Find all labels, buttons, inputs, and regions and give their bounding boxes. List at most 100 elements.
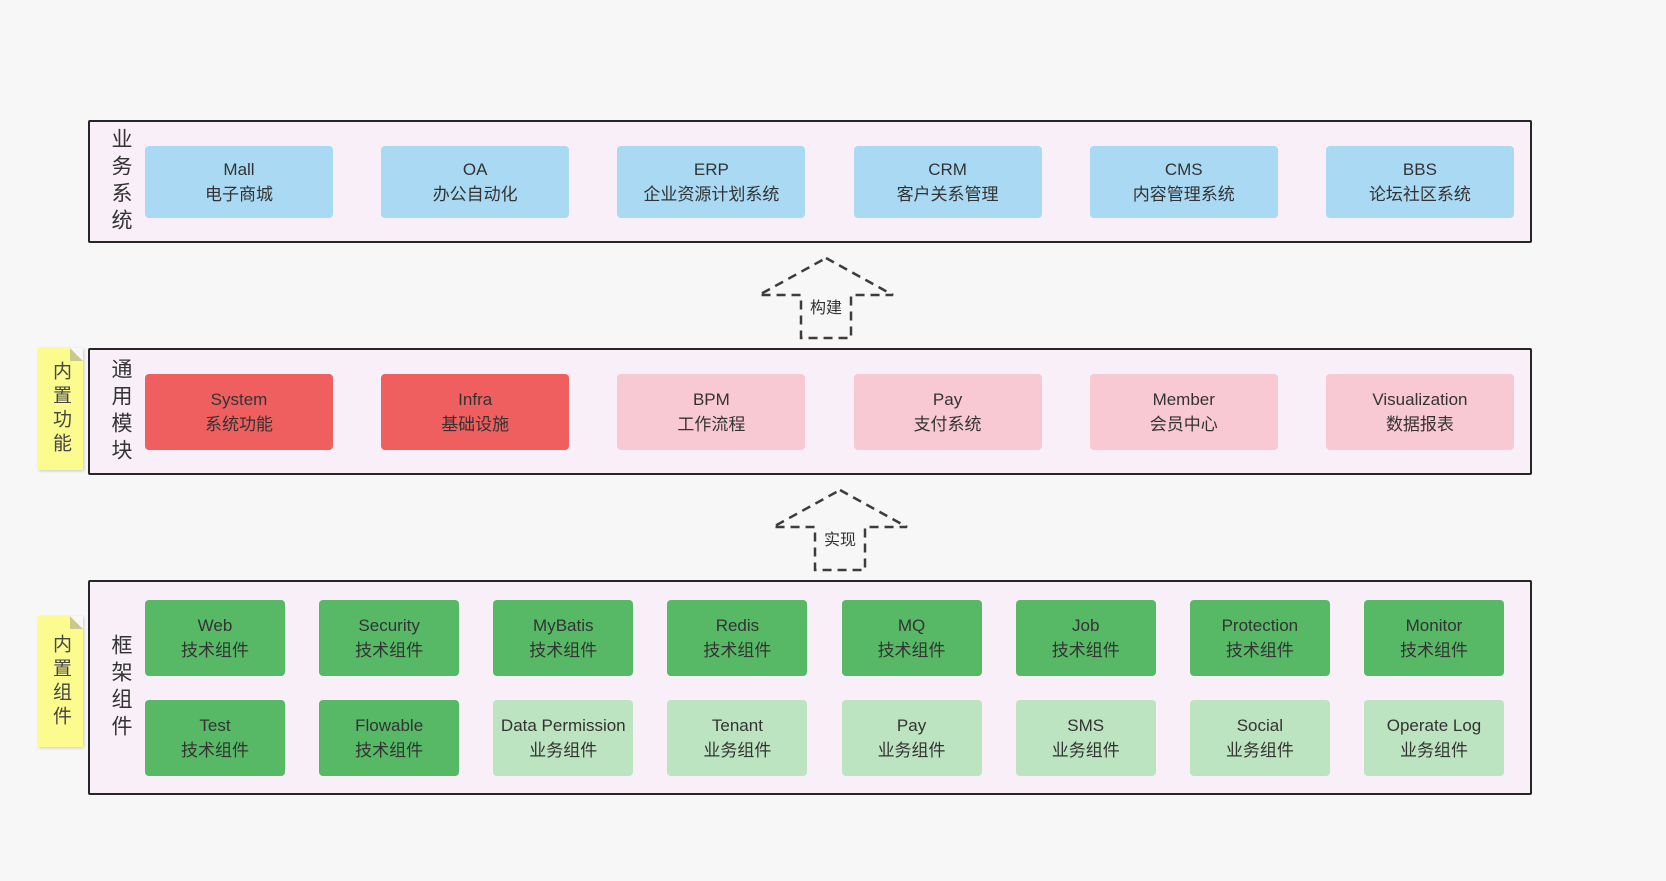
arrow-up-icon bbox=[758, 256, 894, 340]
box-title: Test bbox=[199, 715, 231, 735]
box-security: Security 技术组件 bbox=[319, 599, 460, 676]
build-arrow-label: 构建 bbox=[805, 293, 847, 319]
box-crm: CRM 客户关系管理 bbox=[853, 145, 1042, 218]
box-protection: Protection 技术组件 bbox=[1189, 599, 1330, 676]
box-operate-log: Operate Log 业务组件 bbox=[1363, 699, 1504, 776]
box-subtitle: 技术组件 bbox=[529, 640, 598, 660]
box-subtitle: 业务组件 bbox=[703, 740, 772, 760]
build-arrow: 构建 bbox=[756, 255, 896, 341]
box-bbs: BBS 论坛社区系统 bbox=[1325, 145, 1514, 218]
box-title: Visualization bbox=[1372, 389, 1468, 409]
box-mybatis: MyBatis 技术组件 bbox=[493, 599, 634, 676]
box-title: Monitor bbox=[1405, 615, 1463, 635]
box-subtitle: 办公自动化 bbox=[432, 184, 518, 204]
box-title: Pay bbox=[932, 389, 963, 409]
box-title: BPM bbox=[692, 389, 730, 409]
box-subtitle: 技术组件 bbox=[181, 740, 249, 760]
box-redis: Redis 技术组件 bbox=[667, 599, 808, 676]
panel-label-components: 框架组件 bbox=[109, 633, 132, 742]
box-tenant: Tenant 业务组件 bbox=[667, 699, 808, 776]
box-oa: OA 办公自动化 bbox=[381, 145, 570, 218]
box-subtitle: 业务组件 bbox=[1225, 740, 1294, 760]
box-subtitle: 业务组件 bbox=[1399, 740, 1468, 760]
business-boxes-row: Mall 电子商城 OA 办公自动化 ERP 企业资源计划系统 CRM 客户关系… bbox=[145, 145, 1530, 218]
box-subtitle: 系统功能 bbox=[205, 414, 273, 434]
box-title: Operate Log bbox=[1386, 715, 1482, 735]
box-test: Test 技术组件 bbox=[145, 699, 285, 776]
common-modules-panel: 通用模块 System 系统功能 Infra 基础设施 BPM 工作流程 Pay… bbox=[88, 348, 1532, 475]
box-title: Web bbox=[197, 615, 233, 635]
box-subtitle: 数据报表 bbox=[1385, 414, 1454, 434]
box-bpm: BPM 工作流程 bbox=[617, 373, 806, 450]
box-title: Tenant bbox=[711, 715, 763, 735]
box-visualization: Visualization 数据报表 bbox=[1325, 373, 1514, 450]
box-title: Security bbox=[358, 615, 420, 635]
sticky-note-built-in-features: 内置功能 bbox=[38, 348, 83, 470]
implement-arrow-label: 实现 bbox=[819, 525, 861, 551]
box-title: Redis bbox=[715, 615, 760, 635]
panel-label-modules: 通用模块 bbox=[109, 357, 132, 466]
components-row-2: Test 技术组件 Flowable 技术组件 Data Permission … bbox=[145, 699, 1504, 776]
sticky-note-built-in-components: 内置组件 bbox=[38, 616, 83, 747]
box-subtitle: 技术组件 bbox=[355, 740, 424, 760]
box-title: SMS bbox=[1067, 715, 1105, 735]
implement-arrow: 实现 bbox=[770, 487, 910, 573]
box-subtitle: 客户关系管理 bbox=[896, 184, 999, 204]
box-subtitle: 技术组件 bbox=[355, 640, 424, 660]
box-subtitle: 业务组件 bbox=[529, 740, 598, 760]
box-cms: CMS 内容管理系统 bbox=[1089, 145, 1278, 218]
box-sms: SMS 业务组件 bbox=[1015, 699, 1156, 776]
box-subtitle: 支付系统 bbox=[913, 414, 982, 434]
box-data-permission: Data Permission 业务组件 bbox=[493, 699, 634, 776]
box-social: Social 业务组件 bbox=[1189, 699, 1330, 776]
box-flowable: Flowable 技术组件 bbox=[319, 699, 460, 776]
box-subtitle: 电子商城 bbox=[205, 184, 273, 204]
box-title: Job bbox=[1071, 615, 1100, 635]
box-subtitle: 业务组件 bbox=[1051, 740, 1120, 760]
arrow-up-icon bbox=[772, 488, 908, 572]
modules-boxes-row: System 系统功能 Infra 基础设施 BPM 工作流程 Pay 支付系统… bbox=[145, 373, 1530, 450]
box-subtitle: 工作流程 bbox=[677, 414, 746, 434]
panel-label-business: 业务系统 bbox=[109, 127, 132, 236]
box-job: Job 技术组件 bbox=[1015, 599, 1156, 676]
box-title: MQ bbox=[897, 615, 926, 635]
box-subtitle: 会员中心 bbox=[1149, 414, 1218, 434]
sticky-note-text: 内置功能 bbox=[50, 361, 71, 457]
box-subtitle: 技术组件 bbox=[703, 640, 772, 660]
box-title: Pay bbox=[896, 715, 927, 735]
box-pay-component: Pay 业务组件 bbox=[841, 699, 982, 776]
box-infra: Infra 基础设施 bbox=[381, 373, 570, 450]
box-web: Web 技术组件 bbox=[145, 599, 285, 676]
box-title: Mall bbox=[223, 159, 255, 179]
box-title: Social bbox=[1236, 715, 1283, 735]
box-title: BBS bbox=[1402, 159, 1437, 179]
box-title: Infra bbox=[458, 389, 493, 409]
box-title: Data Permission bbox=[500, 715, 626, 735]
box-subtitle: 技术组件 bbox=[1225, 640, 1294, 660]
box-title: ERP bbox=[693, 159, 729, 179]
box-title: Flowable bbox=[355, 715, 424, 735]
box-subtitle: 企业资源计划系统 bbox=[643, 184, 780, 204]
components-row-1: Web 技术组件 Security 技术组件 MyBatis 技术组件 Redi… bbox=[145, 599, 1504, 676]
box-title: OA bbox=[462, 159, 488, 179]
box-monitor: Monitor 技术组件 bbox=[1363, 599, 1504, 676]
box-subtitle: 基础设施 bbox=[441, 414, 510, 434]
box-erp: ERP 企业资源计划系统 bbox=[617, 145, 806, 218]
box-subtitle: 业务组件 bbox=[877, 740, 946, 760]
box-subtitle: 内容管理系统 bbox=[1132, 184, 1235, 204]
box-mall: Mall 电子商城 bbox=[145, 145, 333, 218]
box-subtitle: 技术组件 bbox=[1399, 640, 1468, 660]
box-subtitle: 技术组件 bbox=[181, 640, 249, 660]
box-title: CRM bbox=[928, 159, 967, 179]
business-systems-panel: 业务系统 Mall 电子商城 OA 办公自动化 ERP 企业资源计划系统 CRM… bbox=[88, 120, 1532, 243]
box-title: MyBatis bbox=[533, 615, 594, 635]
box-subtitle: 技术组件 bbox=[877, 640, 946, 660]
box-title: System bbox=[210, 389, 268, 409]
box-title: CMS bbox=[1164, 159, 1203, 179]
box-system: System 系统功能 bbox=[145, 373, 333, 450]
box-member: Member 会员中心 bbox=[1089, 373, 1278, 450]
box-title: Protection bbox=[1221, 615, 1299, 635]
framework-components-panel: 框架组件 Web 技术组件 Security 技术组件 MyBatis 技术组件… bbox=[88, 580, 1532, 795]
components-boxes-grid: Web 技术组件 Security 技术组件 MyBatis 技术组件 Redi… bbox=[145, 599, 1530, 776]
